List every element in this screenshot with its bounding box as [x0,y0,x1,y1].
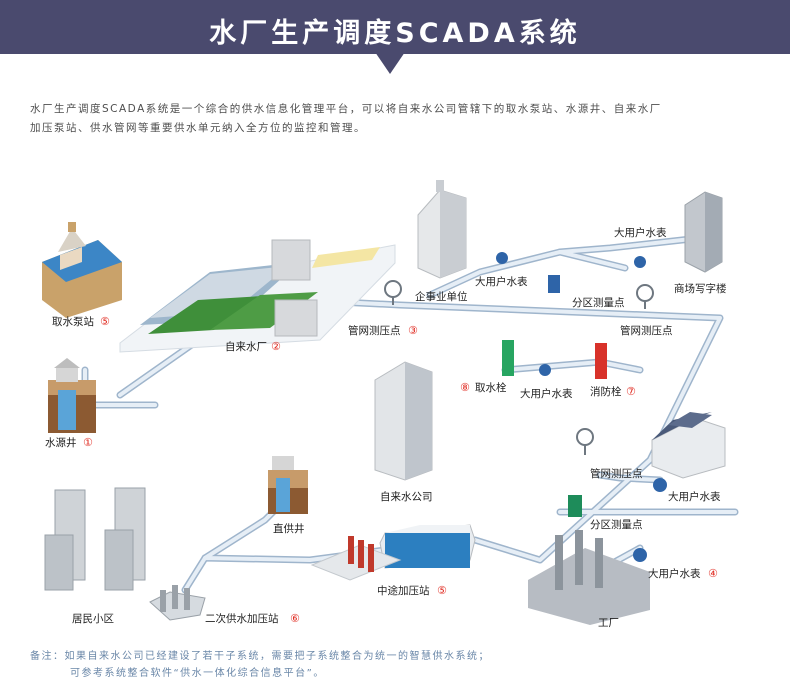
label-secondary-booster: 二次供水加压站 [205,612,279,625]
water-meter-icon [539,364,551,376]
water-network-diagram: 取水泵站 ⑤ 自来水厂 ② 水源井 ① 企事业单位 大用户水表 大用户水表 商场… [42,180,739,629]
label-direct-well: 直供井 [273,522,305,535]
flow-meter-icon [568,495,582,517]
water-meter-icon [634,256,646,268]
flow-meter-icon [548,275,560,293]
number-big-meter-5: ④ [708,567,718,580]
number-pressure-1: ③ [408,324,418,337]
water-meter-icon [496,252,508,264]
company-tower [374,361,433,481]
intro-line-1: 水厂生产调度SCADA系统是一个综合的供水信息化管理平台，可以将自来水公司管辖下… [30,103,662,115]
footer-note: 备注：如果自来水公司已经建设了若干子系统，需要把子系统整合为统一的智慧供水系统；… [30,648,770,682]
gauge-icon [636,284,654,309]
hydrant-take-icon [502,340,514,376]
secondary-booster-station [149,585,206,621]
footer-line-2: 可参考系统整合软件“供水一体化综合信息平台”。 [70,668,325,679]
label-company: 自来水公司 [380,490,433,503]
label-big-meter-3: 大用户水表 [520,387,573,400]
label-zone-point-1: 分区测量点 [572,296,625,309]
enterprise-building [417,180,467,279]
label-factory: 工厂 [598,617,619,629]
label-residential: 居民小区 [72,613,114,625]
fire-hydrant-icon [595,343,607,379]
residential-towers [44,487,146,591]
direct-well [268,456,308,514]
gauge-icon [384,280,402,305]
footer-line-1: 备注：如果自来水公司已经建设了若干子系统，需要把子系统整合为统一的智慧供水系统； [30,651,490,662]
label-big-meter-4: 大用户水表 [668,490,721,503]
number-source-well: ① [83,436,93,449]
page-title: 水厂生产调度SCADA系统 [209,18,581,49]
number-secondary-booster: ⑥ [290,612,300,625]
banner-pointer [375,52,405,74]
gauge-icon [576,428,594,455]
factory-plant [528,530,650,625]
water-meter-icon [633,548,647,562]
label-intake-pump: 取水泵站 [52,315,94,328]
label-mid-booster: 中途加压站 [377,584,430,597]
label-fire-hydrant: 消防栓 [590,385,622,398]
label-big-meter-1: 大用户水表 [475,275,528,288]
number-hydrant-take: ⑧ [460,381,470,394]
mid-booster-station [310,524,476,581]
intake-pump-station [42,222,122,318]
source-well [48,358,96,433]
number-water-plant: ② [271,340,281,353]
office-building [684,191,723,273]
water-meter-icon [653,478,667,492]
intro-line-2: 加压泵站、供水管网等重要供水单元纳入全方位的监控和管理。 [30,122,366,134]
small-house [651,412,726,479]
label-pressure-2: 管网测压点 [620,324,673,337]
number-mid-booster: ⑤ [437,584,447,597]
label-big-meter-5: 大用户水表 [648,567,701,580]
title-banner [0,0,790,54]
label-office: 商场写字楼 [674,282,727,295]
label-pressure-1: 管网测压点 [348,324,401,337]
label-enterprise: 企事业单位 [415,290,468,303]
label-hydrant-take: 取水栓 [475,381,507,394]
number-intake-pump: ⑤ [100,315,110,328]
label-water-plant: 自来水厂 [225,340,267,353]
label-source-well: 水源井 [45,436,77,449]
label-zone-point-2: 分区测量点 [590,518,643,531]
label-big-meter-2: 大用户水表 [614,226,667,239]
intro-text: 水厂生产调度SCADA系统是一个综合的供水信息化管理平台，可以将自来水公司管辖下… [30,100,765,138]
label-pressure-3: 管网测压点 [590,467,643,480]
number-fire-hydrant: ⑦ [626,385,636,398]
water-plant [119,239,396,353]
